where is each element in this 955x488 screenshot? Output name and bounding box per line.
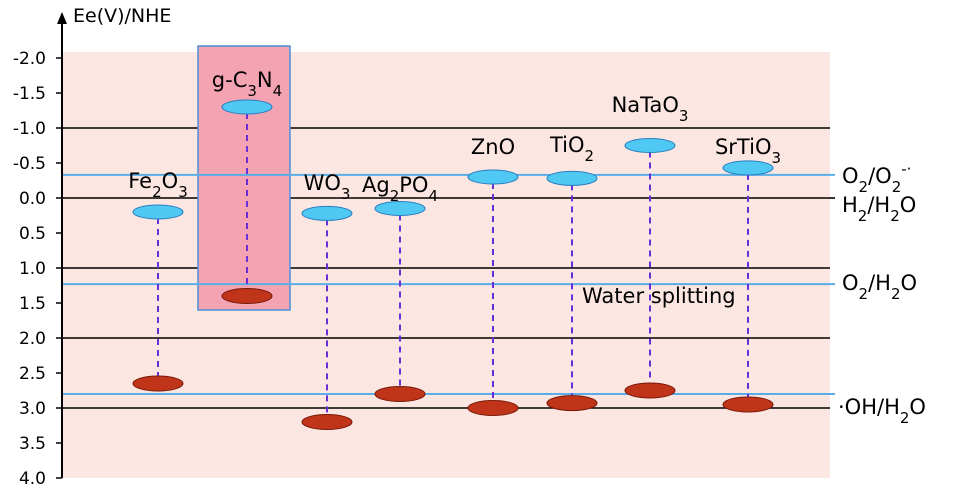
material-label: WO3 [304, 171, 351, 203]
y-tick-label: -1.5 [13, 84, 46, 104]
y-axis-label: Ee(V)/NHE [73, 5, 171, 27]
conduction-band-mark [221, 99, 273, 115]
valence-band-mark [467, 400, 519, 416]
conduction-band-mark [374, 201, 426, 216]
material-label: SrTiO3 [715, 135, 781, 167]
y-tick-label: 3.0 [19, 399, 46, 419]
valence-band-mark [221, 288, 273, 304]
y-tick-label: -0.5 [13, 154, 46, 174]
highlight-box [197, 45, 291, 311]
y-tick-label: 1.5 [19, 294, 46, 314]
conduction-band-mark [722, 160, 774, 176]
material-label: Fe2O3 [128, 169, 187, 201]
plot-background [62, 52, 830, 478]
water-splitting-annotation: Water splitting [582, 284, 736, 308]
reference-label: O2/O2-· [842, 160, 911, 196]
material-label: g-C3N4 [212, 68, 282, 100]
reference-label: ·OH/H2O [838, 395, 926, 427]
conduction-band-mark [467, 169, 519, 185]
y-tick-label: -1.0 [13, 119, 46, 139]
y-tick-label: -2.0 [13, 49, 46, 69]
reference-label: O2/H2O [842, 271, 917, 303]
conduction-band-mark [624, 138, 676, 153]
conduction-band-mark [301, 205, 353, 221]
y-tick-label: 4.0 [19, 469, 46, 488]
valence-band-mark [624, 382, 676, 399]
valence-band-mark [132, 375, 184, 392]
plot-area [62, 45, 835, 478]
material-label: NaTaO3 [612, 93, 689, 125]
conduction-band-mark [546, 170, 598, 186]
reference-labels: O2/O2-·H2/H2O O2/H2O ·OH/H2O [838, 160, 926, 427]
y-tick-label: 0.0 [19, 189, 46, 209]
material-label: Ag2PO4 [362, 173, 438, 205]
y-tick-label: 0.5 [19, 224, 46, 244]
valence-band-mark [374, 386, 426, 402]
y-tick-label: 1.0 [19, 259, 46, 279]
y-tick-label: 2.5 [19, 364, 46, 384]
y-tick-label: 3.5 [19, 434, 46, 454]
y-tick-label: 2.0 [19, 329, 46, 349]
y-axis-arrow [57, 12, 67, 24]
valence-band-mark [301, 414, 353, 430]
material-label: TiO2 [549, 133, 594, 165]
y-axis: -2.0 -1.5 -1.0 -0.5 0.0 0.5 1.0 1.5 2.0 2.5 3.0 3.5… [13, 12, 67, 488]
reference-label: H2/H2O [842, 193, 916, 225]
material-label: ZnO [471, 135, 515, 159]
valence-band-mark [546, 395, 598, 412]
valence-band-mark [722, 396, 774, 413]
conduction-band-mark [132, 204, 184, 220]
